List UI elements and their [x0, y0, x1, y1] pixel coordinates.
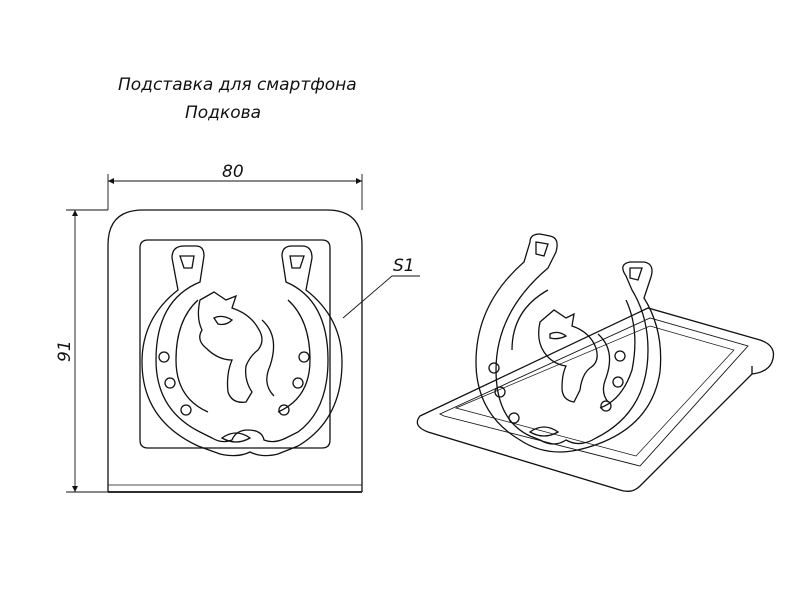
- drawing-title: Подставка для смартфона: [118, 75, 357, 95]
- front-view: [107, 209, 363, 493]
- thickness-leader: [342, 275, 420, 319]
- horse-head: [197, 291, 263, 403]
- thickness-label: S1: [393, 256, 415, 276]
- width-dimension: [107, 174, 363, 210]
- iso-horseshoe-outline: [475, 233, 662, 453]
- plate-outline: [107, 209, 363, 492]
- plate-cutout: [139, 239, 331, 449]
- isometric-view: [416, 233, 775, 492]
- horseshoe-outline: [141, 245, 343, 457]
- width-dimension-label: 80: [222, 162, 244, 182]
- drawing-subtitle: Подкова: [185, 103, 261, 123]
- height-dimension: [66, 209, 108, 493]
- height-dimension-label: 91: [55, 340, 75, 362]
